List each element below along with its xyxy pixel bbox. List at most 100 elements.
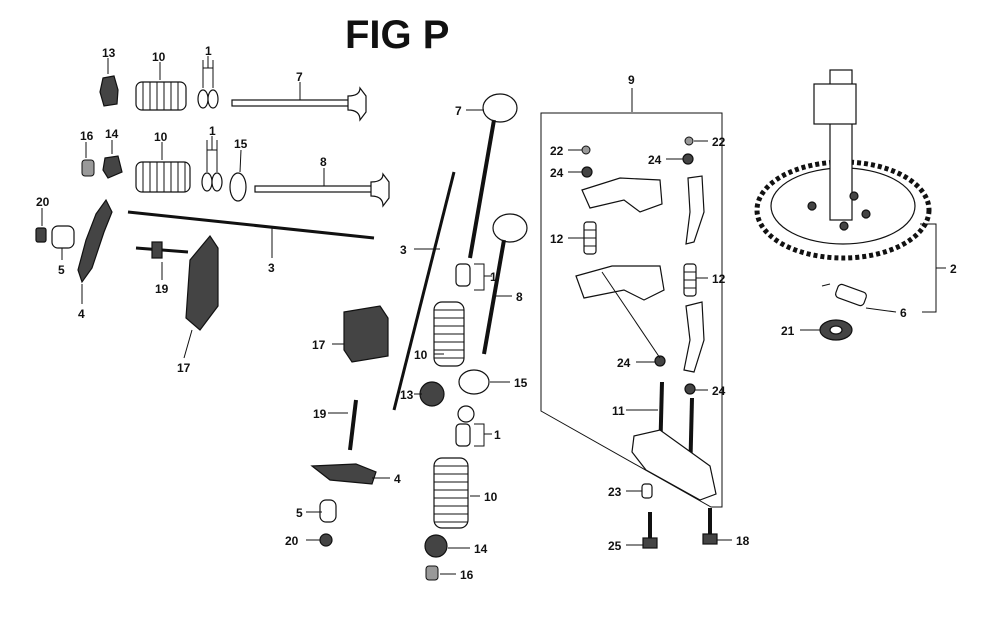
callout-labels: 13 10 1 7 16 14 10 1 15 8 20 5 4 3 19 17…	[36, 44, 957, 582]
exhaust-valve-7	[231, 86, 367, 122]
callout-14: 14	[105, 127, 119, 141]
guide-plate-17-center	[343, 305, 389, 363]
valve-cotter-1-center-lower	[455, 423, 471, 447]
callout-3: 3	[400, 243, 407, 257]
spring-12-left	[583, 221, 597, 255]
callout-20: 20	[285, 534, 299, 548]
callout-2: 2	[950, 262, 957, 276]
callout-4: 4	[78, 307, 85, 321]
bolt-25	[642, 512, 658, 549]
callout-8: 8	[516, 290, 523, 304]
callout-12: 12	[712, 272, 726, 286]
callout-25: 25	[608, 539, 622, 553]
clip-22-left	[581, 145, 591, 155]
governor-holder-11	[631, 429, 717, 501]
callout-8: 8	[320, 155, 327, 169]
callout-19: 19	[313, 407, 327, 421]
pivot-5	[51, 225, 75, 249]
clip-22-right	[684, 136, 694, 146]
callout-10: 10	[152, 50, 166, 64]
callout-1: 1	[209, 124, 216, 138]
valve-cotter-1-upper	[197, 89, 219, 109]
callout-24: 24	[617, 356, 631, 370]
intake-valve-8-center	[482, 213, 528, 355]
governor-weight-lower	[575, 265, 665, 301]
stud-19-center	[348, 399, 358, 451]
callout-9: 9	[628, 73, 635, 87]
retainer-15-center	[458, 369, 490, 395]
callout-7: 7	[455, 104, 462, 118]
callout-20: 20	[36, 195, 50, 209]
callout-5: 5	[58, 263, 65, 277]
valve-spring-10-center-lower	[433, 457, 469, 529]
bolt-18	[702, 508, 718, 545]
callout-1: 1	[205, 44, 212, 58]
callout-7: 7	[296, 70, 303, 84]
valve-spring-10-center-upper	[433, 301, 465, 367]
callout-11: 11	[612, 404, 625, 418]
spring-12-right	[683, 263, 697, 297]
exhaust-valve-7-center	[468, 93, 518, 259]
valve-rotator-13	[99, 75, 119, 107]
callout-10: 10	[484, 490, 498, 504]
governor-arm-upper	[685, 175, 705, 245]
callout-21: 21	[781, 324, 795, 338]
intake-valve-8	[254, 172, 390, 208]
camshaft-gear-2	[754, 69, 932, 261]
callout-23: 23	[608, 485, 622, 499]
retainer-14	[102, 155, 123, 179]
push-rod-3-left	[127, 210, 375, 240]
ring-center	[457, 405, 475, 423]
governor-weight-upper	[581, 177, 663, 213]
callout-5: 5	[296, 506, 303, 520]
callout-15: 15	[234, 137, 248, 151]
pin-23	[641, 483, 653, 499]
washer-24-b	[682, 153, 694, 165]
left-valve-group	[35, 75, 390, 331]
valve-spring-10-upper	[135, 81, 187, 111]
callout-3: 3	[268, 261, 275, 275]
callout-16: 16	[80, 129, 94, 143]
callout-12: 12	[550, 232, 564, 246]
callout-15: 15	[514, 376, 528, 390]
cap-16-center	[425, 565, 439, 581]
callout-13: 13	[400, 388, 414, 402]
callout-24: 24	[712, 384, 726, 398]
nut-20-center	[319, 533, 333, 547]
retainer-15	[229, 172, 247, 202]
spring-6	[821, 283, 867, 307]
callout-16: 16	[460, 568, 474, 582]
callout-10: 10	[154, 130, 168, 144]
callout-24: 24	[648, 153, 662, 167]
valve-cotter-1-center-upper	[455, 263, 471, 287]
callout-1: 1	[494, 428, 501, 442]
governor-assembly-box	[540, 112, 723, 508]
center-valve-group	[310, 93, 528, 581]
callout-13: 13	[102, 46, 116, 60]
washer-24-a	[581, 166, 593, 178]
valve-cotter-1-middle	[201, 172, 223, 192]
callout-10: 10	[414, 348, 428, 362]
callout-14: 14	[474, 542, 488, 556]
retainer-14-center	[424, 534, 448, 558]
stud-19	[135, 241, 189, 259]
washer-24-c	[654, 355, 666, 367]
rocker-arm-4-center	[310, 463, 377, 485]
washer-24-d	[684, 383, 696, 395]
callout-6: 6	[900, 306, 907, 320]
valve-rotator-13-center	[419, 381, 445, 407]
callout-19: 19	[155, 282, 169, 296]
guide-plate-17	[185, 234, 219, 331]
callout-1: 1	[490, 270, 497, 284]
rocker-arm-4	[77, 198, 113, 284]
callout-24: 24	[550, 166, 564, 180]
figure-title: FIG P	[345, 13, 449, 57]
valve-spring-10-middle	[135, 161, 191, 193]
leader-lines	[41, 56, 946, 575]
callout-22: 22	[550, 144, 564, 158]
cap-16	[81, 159, 95, 177]
callout-4: 4	[394, 472, 401, 486]
callout-22: 22	[712, 135, 726, 149]
nut-20	[35, 227, 47, 243]
